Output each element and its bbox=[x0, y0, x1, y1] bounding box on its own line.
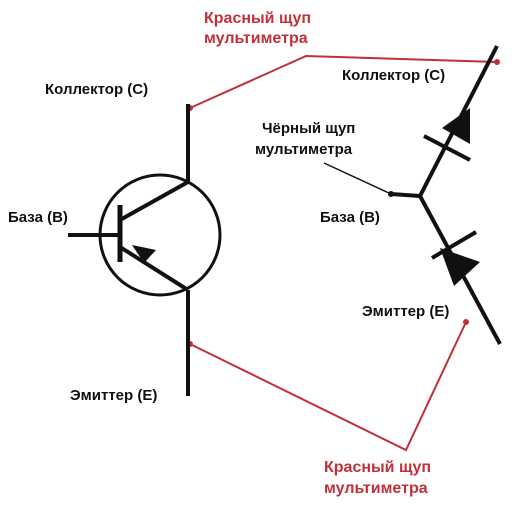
red-probe-bottom-label-line1: Красный щуп bbox=[324, 459, 431, 476]
lower-diode-triangle-icon bbox=[440, 248, 480, 286]
collector-label-left: Коллектор (С) bbox=[45, 81, 148, 98]
red-probe-bottom-label-line2: мультиметра bbox=[324, 480, 428, 497]
emitter-arrow-icon bbox=[132, 245, 156, 263]
red-probe-wire-top bbox=[189, 54, 498, 109]
transistor-symbol bbox=[68, 104, 222, 396]
red-probe-top-label-line2: мультиметра bbox=[204, 30, 308, 47]
black-probe-wire bbox=[323, 162, 392, 195]
collector-label-right: Коллектор (С) bbox=[342, 67, 445, 84]
base-label-right: База (В) bbox=[320, 209, 380, 226]
upper-diode-cathode-bar bbox=[423, 134, 471, 162]
emitter-label-right: Эмиттер (Е) bbox=[362, 303, 449, 320]
base-junction-stub bbox=[390, 192, 421, 198]
emitter-internal bbox=[118, 245, 190, 292]
diode-equivalent bbox=[390, 45, 502, 345]
base-label-left: База (В) bbox=[8, 209, 68, 226]
red-probe-contact-emitter-right bbox=[463, 319, 469, 325]
emitter-label-left: Эмиттер (Е) bbox=[70, 387, 157, 404]
black-probe-label-line1: Чёрный щуп bbox=[262, 120, 355, 137]
black-probe-label-line2: мультиметра bbox=[255, 141, 353, 158]
red-probe-wire-bottom bbox=[189, 321, 467, 452]
red-probe-top-label-line1: Красный щуп bbox=[204, 10, 311, 27]
upper-diode-triangle-icon bbox=[442, 108, 470, 144]
lower-diode-cathode-bar bbox=[430, 230, 478, 260]
red-probe-contact-collector-right bbox=[494, 59, 500, 65]
collector-internal bbox=[119, 180, 189, 222]
